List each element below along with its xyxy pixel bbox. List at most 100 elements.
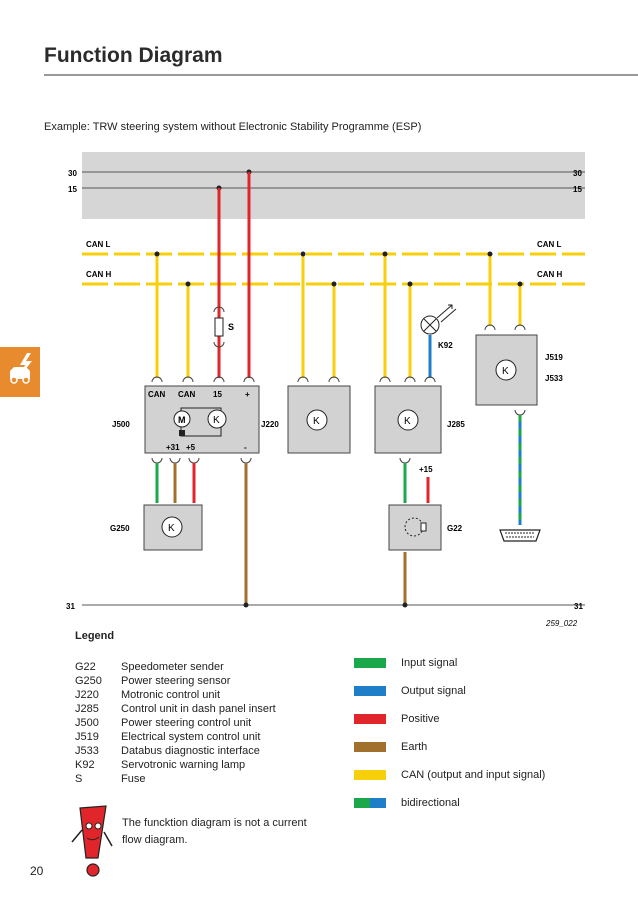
plus15-label: +15 [419, 465, 433, 474]
rail-30-left: 30 [68, 169, 77, 178]
legend-code: J285 [75, 703, 99, 715]
legend-item: J500 Power steering control unit [75, 716, 251, 730]
j500-pin-31: +31 [166, 443, 180, 452]
signal-label: Output signal [401, 685, 466, 697]
diagram-subtitle: Example: TRW steering system without Ele… [44, 121, 422, 133]
power-rail-area [82, 152, 585, 219]
legend-description: Control unit in dash panel insert [121, 703, 276, 715]
page-title: Function Diagram [44, 44, 223, 67]
rail-31-left: 31 [66, 602, 75, 611]
diagnostic-connector-icon [499, 529, 541, 542]
legend-description: Electrical system control unit [121, 731, 261, 743]
g22-label: G22 [447, 524, 463, 533]
legend-description: Power steering sensor [121, 675, 231, 687]
legend-description: Power steering control unit [121, 717, 252, 729]
legend-item: G250 Power steering sensor [75, 674, 230, 688]
j519-label: J519 [545, 353, 563, 362]
diagram-note: The funcktion diagram is not a current f… [122, 817, 307, 846]
j500-control-symbol: K [213, 415, 220, 426]
legend-description: Speedometer sender [121, 661, 224, 673]
signal-legend-item: Output signal [354, 685, 614, 699]
legend-code: S [75, 773, 83, 785]
signal-label: Input signal [401, 657, 458, 669]
lamp-connector-arc [424, 376, 436, 383]
signal-legend-item: bidirectional [354, 797, 614, 811]
motor-icon [173, 410, 191, 428]
signal-swatch [354, 714, 386, 724]
j500-pin-can2: CAN [178, 390, 196, 399]
car-lightning-icon [10, 353, 32, 384]
k92-label: K92 [438, 341, 453, 350]
j500-pin-5: +5 [186, 443, 196, 452]
j500-control-icon [207, 409, 227, 429]
rail-15-right: 15 [573, 185, 582, 194]
signal-label: bidirectional [401, 797, 460, 809]
j500-pin-minus: - [244, 443, 247, 452]
j519-control-icon [495, 359, 517, 381]
signal-swatch [354, 658, 386, 668]
legend-item: J285 Control unit in dash panel insert [75, 702, 276, 716]
j500-label: J500 [112, 420, 130, 429]
signal-swatch [354, 770, 386, 780]
j500-pin-plus: + [245, 390, 250, 399]
legend-code: G250 [75, 675, 102, 687]
j220-control-symbol: K [313, 416, 320, 427]
legend-description: Fuse [121, 773, 146, 785]
signal-swatch [354, 686, 386, 696]
section-tab [0, 347, 40, 397]
can-l-label-right: CAN L [537, 240, 562, 249]
can-l-label-left: CAN L [86, 240, 111, 249]
motor-label: M [178, 415, 186, 425]
connector-pins-icon [505, 532, 535, 538]
light-rays-icon [436, 304, 457, 323]
rail-30-right: 30 [573, 169, 582, 178]
j285-control-symbol: K [404, 416, 411, 427]
signal-legend-item: Input signal [354, 657, 614, 671]
j285-label: J285 [447, 420, 465, 429]
connector-arcs [151, 306, 526, 383]
g250-control-icon [161, 516, 183, 538]
lamp-cross-icon [423, 318, 437, 332]
rail-15-left: 15 [68, 185, 77, 194]
signal-swatch [354, 742, 386, 752]
legend-code: J500 [75, 717, 99, 729]
sensor-magnet-icon [420, 522, 427, 532]
j519-control-symbol: K [502, 366, 509, 377]
legend-code: J533 [75, 745, 99, 757]
signal-swatch [354, 798, 386, 808]
legend-description: Servotronic warning lamp [121, 759, 246, 771]
signal-label: Earth [401, 741, 428, 753]
legend-item: S Fuse [75, 772, 145, 786]
signal-label: Positive [401, 713, 440, 725]
g22-box [388, 504, 442, 551]
legend-item: G22 Speedometer sender [75, 660, 224, 674]
signal-legend-item: Positive [354, 713, 614, 727]
page-number: 20 [30, 864, 44, 878]
legend-code: J220 [75, 689, 99, 701]
j500-pin-15: 15 [213, 390, 222, 399]
j220-label: J220 [261, 420, 279, 429]
signal-label: CAN (output and input signal) [401, 769, 546, 781]
j285-control-icon [397, 409, 419, 431]
g250-label: G250 [110, 524, 130, 533]
motor-base-icon [179, 430, 185, 436]
j500-pin-can1: CAN [148, 390, 166, 399]
legend-item: K92 Servotronic warning lamp [75, 758, 245, 772]
fuse-symbol [214, 317, 224, 337]
legend-item: J533 Databus diagnostic interface [75, 744, 260, 758]
legend-code: G22 [75, 661, 96, 673]
legend-description: Databus diagnostic interface [121, 745, 260, 757]
j533-bottom-connector [514, 409, 526, 416]
rail-31-right: 31 [574, 602, 583, 611]
legend-description: Motronic control unit [121, 689, 221, 701]
figure-id: 259_022 [545, 619, 578, 628]
legend-item: J220 Motronic control unit [75, 688, 220, 702]
legend-title: Legend [75, 630, 115, 642]
signal-legend-item: Earth [354, 741, 614, 755]
legend-item: J519 Electrical system control unit [75, 730, 260, 744]
legend-code: J519 [75, 731, 99, 743]
can-h-label-left: CAN H [86, 270, 112, 279]
warning-mascot-icon [71, 805, 113, 877]
j220-control-icon [306, 409, 328, 431]
legend-code: K92 [75, 759, 95, 771]
